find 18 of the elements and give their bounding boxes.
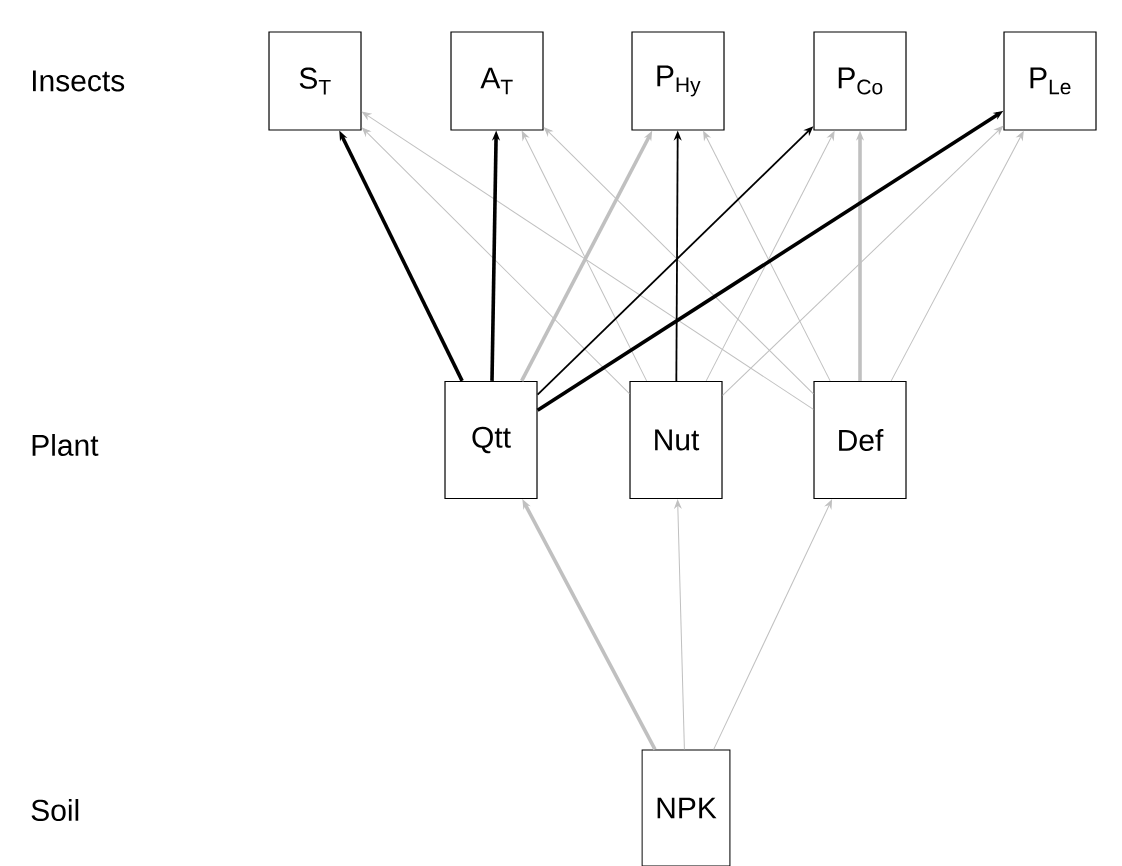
arrow [890,131,1024,382]
arrow [674,499,685,750]
level-label: Plant [32,433,99,456]
arrow [362,111,814,410]
box: NPK [641,749,731,866]
arrow [362,127,630,395]
box: P$_{Hy}$ [631,31,725,131]
box: P$_{Le}$ [1003,31,1097,131]
box: A$_{T}$ [450,31,544,131]
box: Def [813,380,907,500]
arrow [713,499,832,750]
box: Nut [629,380,723,500]
level-label: Insects [33,70,125,92]
box: S$_{T}$ [268,31,362,131]
box: Qtt [444,380,538,500]
level-label: Soil [31,798,79,821]
arrow [722,126,1003,396]
box: P$_{Co}$ [813,31,907,131]
